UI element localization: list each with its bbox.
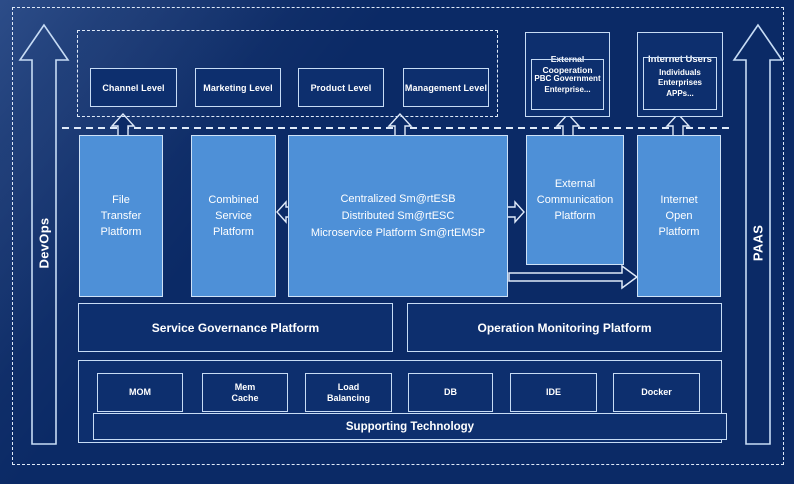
internet-open-platform-box: Internet Open Platform <box>637 135 721 297</box>
supporting-technology-bar: Supporting Technology <box>93 413 727 440</box>
paas-rail-label: PAAS <box>750 224 766 262</box>
esb-platform-box: Centralized Sm@rtESB Distributed Sm@rtES… <box>288 135 508 297</box>
tech-box-mom: MOM <box>97 373 183 412</box>
external-communication-platform-box: External Communication Platform <box>526 135 624 265</box>
external-cooperation-box: External Cooperation PBC Government Ente… <box>525 32 610 117</box>
service-governance-platform-box: Service Governance Platform <box>78 303 393 352</box>
tech-box-docker: Docker <box>613 373 700 412</box>
channel-level-box: Channel Level <box>90 68 177 107</box>
internet-users-box: Internet Users Individuals Enterprises A… <box>637 32 723 117</box>
marketing-level-box: Marketing Level <box>195 68 281 107</box>
combined-service-platform-box: Combined Service Platform <box>191 135 276 297</box>
tech-box-mem-cache: Mem Cache <box>202 373 288 412</box>
devops-rail-label: DevOps <box>36 217 52 269</box>
tech-box-load-balancing: Load Balancing <box>305 373 392 412</box>
internet-users-inner-box: Individuals Enterprises APPs... <box>643 57 717 110</box>
internet-users-title: Internet Users <box>648 54 712 65</box>
operation-monitoring-platform-box: Operation Monitoring Platform <box>407 303 722 352</box>
tech-box-db: DB <box>408 373 493 412</box>
management-level-box: Management Level <box>403 68 489 107</box>
product-level-box: Product Level <box>298 68 384 107</box>
levels-dashed-container <box>77 30 498 117</box>
external-cooperation-inner-box: PBC Government Enterprise... <box>531 59 604 110</box>
tech-box-ide: IDE <box>510 373 597 412</box>
file-transfer-platform-box: File Transfer Platform <box>79 135 163 297</box>
